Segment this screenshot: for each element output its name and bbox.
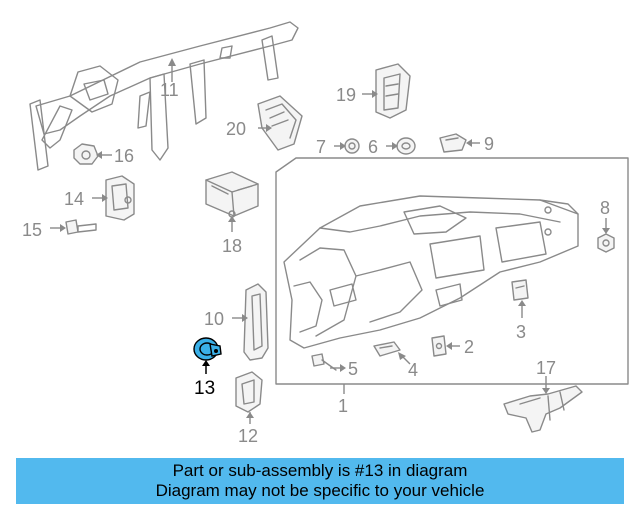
part-6-label: 6	[368, 137, 378, 157]
instrument-panel	[283, 195, 579, 349]
part-11-label: 11	[160, 80, 179, 100]
part-5-screw	[311, 353, 346, 372]
part-17-label: 17	[536, 358, 556, 378]
part-10-side-panel	[232, 283, 269, 361]
banner-line-1: Part or sub-assembly is #13 in diagram	[172, 461, 468, 480]
part-18-label: 18	[222, 236, 242, 256]
part-18-module	[205, 171, 259, 232]
part-19-label: 19	[336, 85, 356, 105]
part-20-vent	[257, 95, 303, 151]
part-2-clip	[431, 335, 460, 357]
part-4-label: 4	[408, 360, 418, 380]
part-13-label: 13	[194, 378, 215, 399]
part-16-nut	[73, 143, 112, 165]
part-3-bracket	[511, 279, 529, 318]
part-17-bracket	[503, 376, 583, 433]
part-19-bracket	[362, 63, 411, 119]
part-4-clip	[373, 341, 411, 365]
part-9-label: 9	[484, 134, 494, 154]
part-14-bracket	[92, 175, 135, 221]
part-3-label: 3	[516, 322, 526, 342]
part-9-clip	[439, 133, 480, 153]
info-banner: Part or sub-assembly is #13 in diagram D…	[16, 458, 624, 504]
part-14-label: 14	[64, 189, 84, 209]
part-11-cross-car-beam	[29, 21, 299, 171]
part-15-bolt	[50, 219, 97, 235]
part-15-label: 15	[22, 220, 42, 240]
part-10-label: 10	[204, 309, 224, 329]
part-12-label: 12	[238, 426, 258, 446]
part-8-label: 8	[600, 198, 610, 218]
part-8-nut	[597, 218, 615, 253]
part-16-label: 16	[114, 146, 134, 166]
part-6-grommet	[386, 137, 416, 155]
part-5-label: 5	[348, 359, 358, 379]
part-2-label: 2	[464, 337, 474, 357]
part-13-highlighted	[193, 337, 222, 374]
part-1-label: 1	[338, 396, 348, 416]
part-20-label: 20	[226, 119, 246, 139]
part-7-label: 7	[316, 137, 326, 157]
part-7-clip	[334, 138, 360, 154]
part-1-box	[275, 157, 629, 394]
banner-line-2: Diagram may not be specific to your vehi…	[155, 481, 485, 500]
part-12-bracket	[235, 371, 263, 424]
